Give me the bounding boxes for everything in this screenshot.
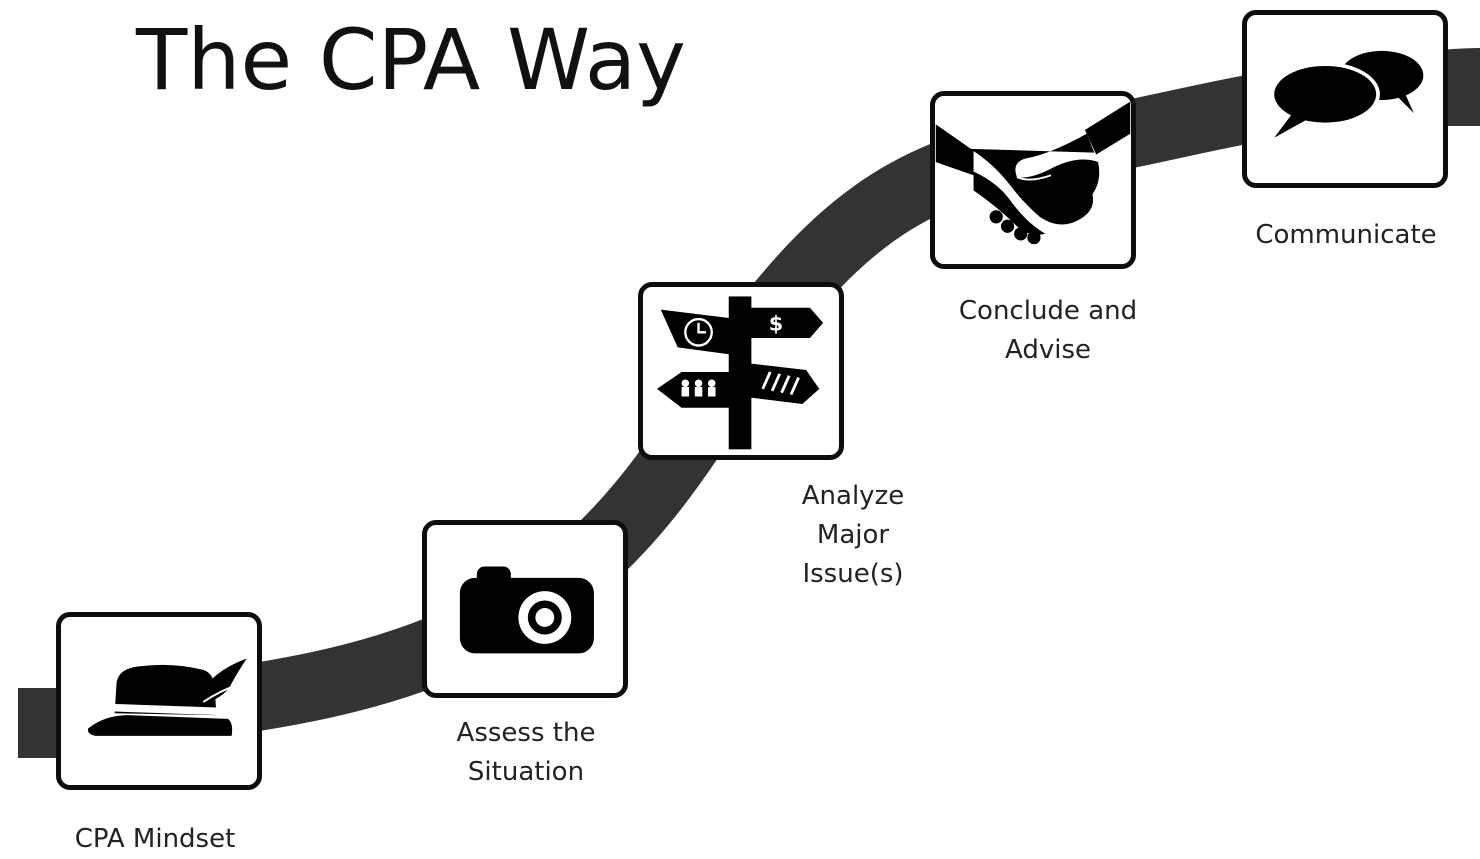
step-label-communicate: Communicate xyxy=(1255,220,1437,250)
step-box-cpa-mindset xyxy=(56,612,262,790)
step-label-cpa-mindset: CPA Mindset xyxy=(74,824,236,854)
step-box-conclude-advise xyxy=(930,91,1136,269)
svg-text:$: $ xyxy=(769,311,783,335)
step-box-analyze-issues: $ xyxy=(638,282,844,460)
step-box-assess-situation xyxy=(422,520,628,698)
speech-bubbles-icon xyxy=(1270,50,1424,138)
signpost-icon: $ xyxy=(657,296,824,450)
handshake-icon xyxy=(935,101,1131,245)
page-title: The CPA Way xyxy=(136,11,686,109)
step-box-communicate xyxy=(1242,10,1448,188)
step-label-analyze-issues: Analyze Major Issue(s) xyxy=(801,481,905,589)
step-label-conclude-advise: Conclude and Advise xyxy=(958,296,1138,365)
camera-icon xyxy=(459,566,594,654)
hat-feather-icon xyxy=(87,658,247,736)
step-label-assess-situation: Assess the Situation xyxy=(456,718,596,787)
